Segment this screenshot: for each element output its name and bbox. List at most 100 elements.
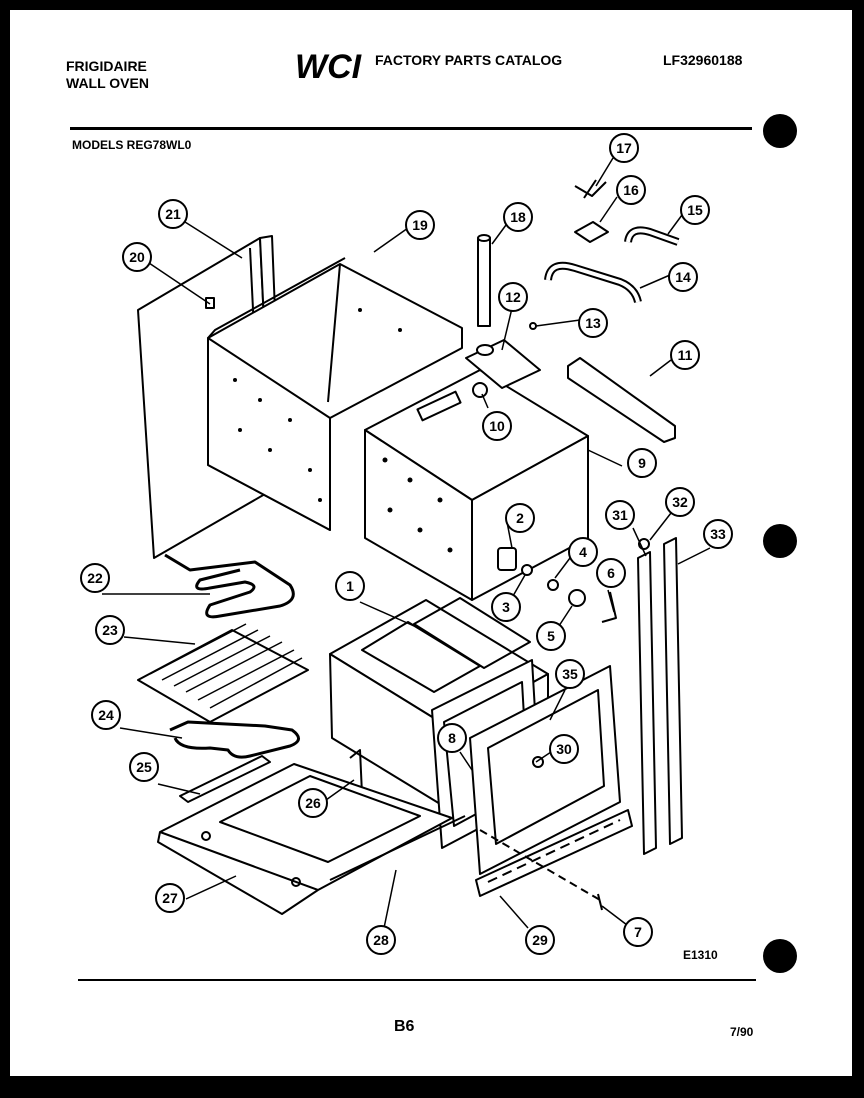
svg-text:22: 22 [87, 570, 103, 586]
callout-28: 28 [366, 925, 396, 955]
svg-text:17: 17 [616, 140, 632, 156]
callout-24: 24 [91, 700, 121, 730]
callout-5: 5 [536, 621, 566, 651]
callout-25: 25 [129, 752, 159, 782]
svg-text:7: 7 [634, 924, 642, 940]
top-bracket-and-fittings [465, 322, 541, 398]
thermostat-and-clip [574, 179, 609, 243]
svg-text:33: 33 [710, 526, 726, 542]
svg-text:30: 30 [556, 741, 572, 757]
svg-text:35: 35 [562, 666, 578, 682]
callout-32: 32 [665, 487, 695, 517]
svg-text:28: 28 [373, 932, 389, 948]
svg-text:16: 16 [623, 182, 639, 198]
svg-text:18: 18 [510, 209, 526, 225]
side-trim-strips [637, 537, 683, 855]
catalog-number: LF32960188 [663, 52, 743, 68]
callout-6: 6 [596, 558, 626, 588]
callout-12: 12 [498, 282, 528, 312]
callout-35: 35 [555, 659, 585, 689]
callout-26: 26 [298, 788, 328, 818]
callout-16: 16 [616, 175, 646, 205]
svg-text:32: 32 [672, 494, 688, 510]
broil-element [169, 720, 300, 759]
svg-text:20: 20 [129, 249, 145, 265]
svg-text:29: 29 [532, 932, 548, 948]
binder-hole-bottom [763, 939, 797, 973]
leader-lines [102, 157, 711, 929]
callout-11: 11 [670, 340, 700, 370]
callout-4: 4 [568, 537, 598, 567]
callout-1: 1 [335, 571, 365, 601]
svg-text:14: 14 [675, 269, 691, 285]
part-callouts: 1 2 3 4 5 6 7 8 9 10 11 12 13 14 15 16 1… [80, 133, 733, 955]
svg-text:12: 12 [505, 289, 521, 305]
svg-text:27: 27 [162, 890, 178, 906]
callout-2: 2 [505, 503, 535, 533]
callout-30: 30 [549, 734, 579, 764]
catalog-title: FACTORY PARTS CATALOG [375, 52, 563, 68]
svg-text:31: 31 [612, 507, 628, 523]
callout-22: 22 [80, 563, 110, 593]
callout-33: 33 [703, 519, 733, 549]
svg-text:2: 2 [516, 510, 524, 526]
brand-block: FRIGIDAIRE WALL OVEN [66, 58, 149, 92]
inner-wrap-panel [207, 257, 463, 531]
callout-29: 29 [525, 925, 555, 955]
screw [597, 893, 603, 911]
svg-text:6: 6 [607, 565, 615, 581]
callout-15: 15 [680, 195, 710, 225]
callout-18: 18 [503, 202, 533, 232]
drawing-code: E1310 [683, 948, 718, 962]
svg-text:5: 5 [547, 628, 555, 644]
bake-element [164, 553, 295, 619]
callout-31: 31 [605, 500, 635, 530]
callout-23: 23 [95, 615, 125, 645]
svg-text:19: 19 [412, 217, 428, 233]
rear-bracket [567, 357, 676, 443]
revision-date: 7/90 [730, 1025, 754, 1039]
floor-strip [329, 815, 466, 881]
wci-logo: WCI [295, 48, 363, 82]
callout-9: 9 [627, 448, 657, 478]
svg-text:10: 10 [489, 418, 505, 434]
svg-text:21: 21 [165, 206, 181, 222]
svg-text:26: 26 [305, 795, 321, 811]
svg-text:25: 25 [136, 759, 152, 775]
oven-top-frame [364, 369, 589, 601]
vent-trim [475, 809, 633, 897]
header-rule [70, 127, 752, 130]
binder-hole-middle [763, 524, 797, 558]
svg-text:15: 15 [687, 202, 703, 218]
callout-13: 13 [578, 308, 608, 338]
vent-tube [477, 234, 491, 327]
exploded-parts-diagram: 1 2 3 4 5 6 7 8 9 10 11 12 13 14 15 16 1… [80, 133, 733, 955]
callout-27: 27 [155, 883, 185, 913]
bottom-panel [157, 763, 453, 915]
svg-text:1: 1 [346, 578, 354, 594]
models-label: MODELS REG78WL0 [72, 138, 192, 152]
callout-10: 10 [482, 411, 512, 441]
catalog-page: FRIGIDAIRE WALL OVEN WCI FACTORY PARTS C… [10, 10, 852, 1076]
svg-text:3: 3 [502, 599, 510, 615]
svg-text:13: 13 [585, 315, 601, 331]
callout-21: 21 [158, 199, 188, 229]
product-type: WALL OVEN [66, 75, 149, 91]
callout-17: 17 [609, 133, 639, 163]
svg-text:23: 23 [102, 622, 118, 638]
logo-text: WCI [295, 48, 363, 82]
svg-text:9: 9 [638, 455, 646, 471]
footer-rule [78, 979, 756, 981]
oven-rack [137, 623, 309, 723]
binder-hole-top [763, 114, 797, 148]
callout-8: 8 [437, 723, 467, 753]
svg-text:8: 8 [448, 730, 456, 746]
screw-guide-line [479, 829, 601, 901]
page-number: B6 [394, 1018, 415, 1035]
callout-20: 20 [122, 242, 152, 272]
element-bracket [179, 755, 271, 803]
gas-tubing [544, 226, 680, 304]
svg-text:11: 11 [678, 347, 693, 363]
svg-text:4: 4 [579, 544, 587, 560]
callout-7: 7 [623, 917, 653, 947]
